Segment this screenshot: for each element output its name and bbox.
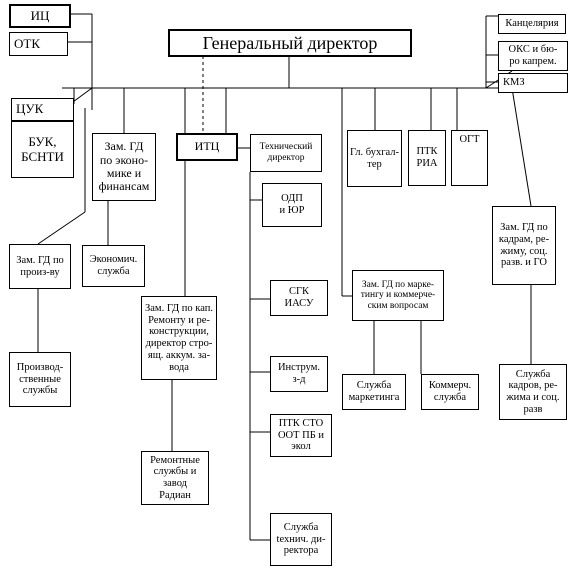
box-tsuk: ЦУК	[11, 98, 74, 122]
box-oks: ОКС и бю- ро капрем.	[498, 41, 568, 71]
box-chief-accountant: Гл. бухгал- тер	[347, 130, 402, 187]
box-deputy-hr: Зам. ГД по кадрам, ре- жиму, соц. разв. …	[492, 206, 556, 285]
box-ic: ИЦ	[9, 4, 71, 28]
box-itc: ИТЦ	[176, 133, 238, 161]
box-otk: ОТК	[9, 32, 68, 56]
box-deputy-marketing: Зам. ГД по марке- тингу и коммерче- ским…	[352, 270, 444, 321]
box-chancellery: Канцелярия	[498, 14, 566, 34]
box-marketing-service: Служба маркетинга	[342, 374, 406, 410]
box-ptk-ria: ПТК РИА	[408, 130, 446, 186]
box-sgk: СГК ИАСУ	[270, 280, 328, 316]
box-deputy-repair: Зам. ГД по кап. Ремонту и ре- конструкци…	[141, 296, 217, 380]
connector-production	[37, 211, 86, 245]
box-general-director: Генеральный директор	[168, 29, 412, 57]
box-production-services: Производ- ственные службы	[9, 352, 71, 407]
box-kmz: КМЗ	[498, 73, 568, 93]
box-hr-service: Служба кадров, ре- жима и соц. разв	[499, 364, 567, 420]
box-tech-director-service: Служба tехнич. ди- ректора	[270, 513, 332, 566]
box-commercial-service: Коммерч. служба	[421, 374, 479, 410]
box-deputy-production: Зам. ГД по произ-ву	[9, 244, 71, 289]
box-economic-service: Экономич. служба	[82, 245, 145, 287]
box-odp: ОДП и ЮР	[262, 183, 322, 227]
box-buk: БУК, БСНТИ	[11, 121, 74, 178]
box-technical-director: Технический директор	[250, 134, 322, 172]
box-deputy-economics: Зам. ГД по эконо- мике и финансам	[92, 133, 156, 201]
connector-hr-diag	[511, 87, 532, 207]
box-ptk-sto: ПТК СТО ООТ ПБ и экол	[270, 414, 332, 457]
box-tool-plant: Инструм. з-д	[270, 356, 328, 392]
box-ogt: ОГТ	[451, 130, 488, 186]
box-repair-services: Ремонтные службы и завод Радиан	[141, 451, 209, 505]
